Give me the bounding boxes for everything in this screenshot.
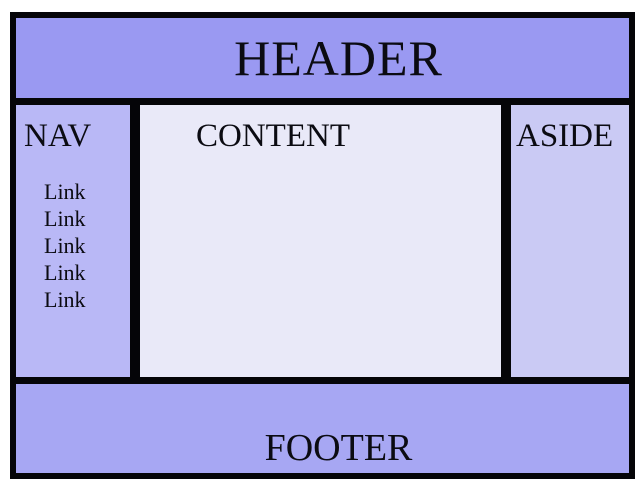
content: CONTENT (140, 105, 501, 377)
nav-list-item: Link (44, 232, 130, 259)
nav-link-5[interactable]: Link (44, 287, 86, 312)
page-frame: HEADER NAV Link Link Link Link Link CONT… (10, 12, 635, 479)
content-title: CONTENT (196, 118, 350, 154)
footer-title: FOOTER (264, 427, 413, 469)
footer: FOOTER (16, 384, 629, 473)
nav-list-item: Link (44, 259, 130, 286)
nav-list-item: Link (44, 286, 130, 313)
nav-link-1[interactable]: Link (44, 179, 86, 204)
nav-link-2[interactable]: Link (44, 206, 86, 231)
nav-link-4[interactable]: Link (44, 260, 86, 285)
aside-title: ASIDE (516, 118, 614, 154)
nav-link-3[interactable]: Link (44, 233, 86, 258)
nav-list-item: Link (44, 178, 130, 205)
nav-link-list: Link Link Link Link Link (16, 178, 130, 313)
header: HEADER (16, 18, 629, 98)
header-title: HEADER (234, 30, 443, 86)
aside: ASIDE (511, 105, 629, 377)
nav: NAV Link Link Link Link Link (16, 105, 130, 377)
nav-title: NAV (24, 118, 92, 154)
nav-list-item: Link (44, 205, 130, 232)
